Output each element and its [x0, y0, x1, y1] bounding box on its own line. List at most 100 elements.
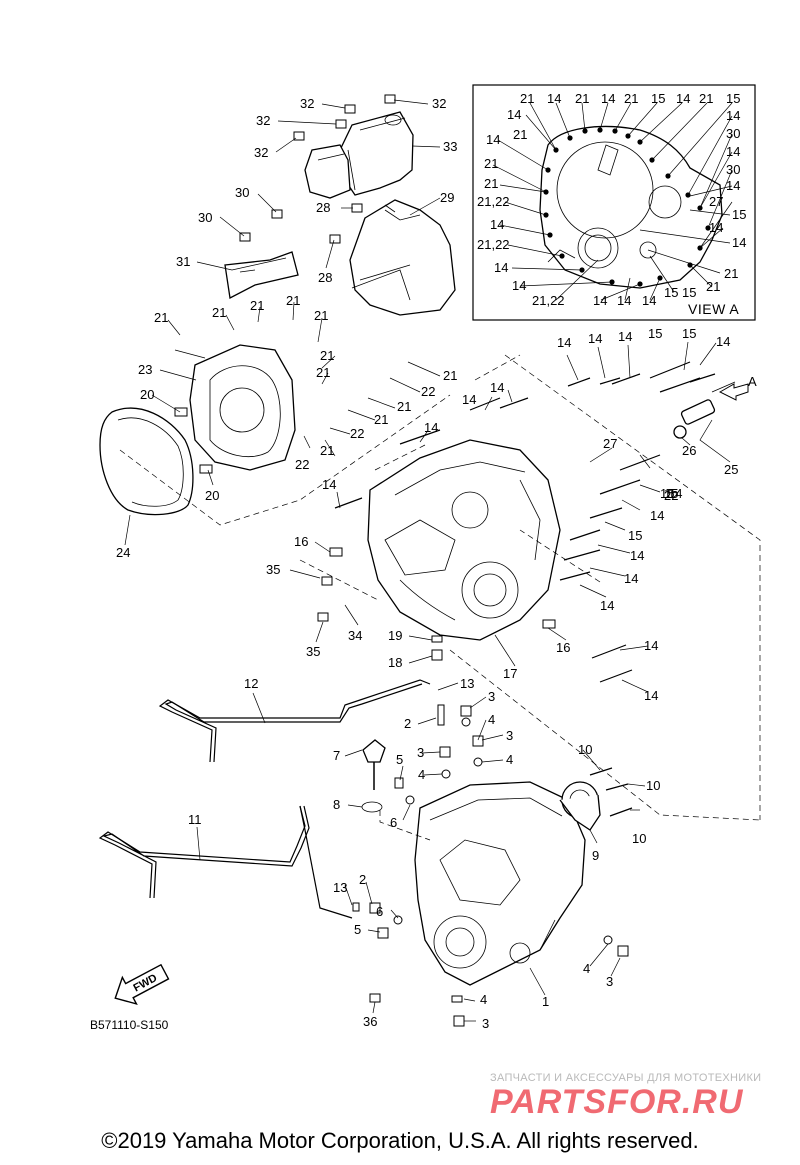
callout-label: 1: [542, 994, 549, 1009]
view-a-label: 15: [726, 91, 740, 106]
callout-label: 14: [618, 329, 632, 344]
view-a-label: 21: [624, 91, 638, 106]
callout-label: 5: [396, 752, 403, 767]
callout-label: 4: [583, 961, 590, 976]
callout-label: 14: [557, 335, 571, 350]
callout-label: 17: [503, 666, 517, 681]
view-a-arrow-icon: [718, 383, 749, 401]
callout-label: 2: [359, 872, 366, 887]
callout-label: 15: [628, 528, 642, 543]
callout-label: 29: [440, 190, 454, 205]
callout-label: 15: [664, 486, 678, 501]
callout-label: 23: [138, 362, 152, 377]
callout-label: 4: [506, 752, 513, 767]
view-a-label: 21,22: [532, 293, 565, 308]
view-a-inset: 21 14 21 14 21 15 14 21 15 14 14 30 21 1…: [472, 84, 756, 321]
leader-lines: [124, 99, 736, 1022]
callout-label: 10: [578, 742, 592, 757]
view-a-label: 15: [732, 207, 746, 222]
callout-label: 18: [388, 655, 402, 670]
view-a-label: 21: [484, 176, 498, 191]
view-a-label: 14: [726, 144, 740, 159]
air-duct-covers: [224, 111, 456, 316]
view-a-label: 21: [699, 91, 713, 106]
view-a-label: 21: [484, 156, 498, 171]
view-a-label: 14: [593, 293, 607, 308]
callout-label: 19: [388, 628, 402, 643]
callout-label: 35: [306, 644, 320, 659]
view-a-label: 21: [520, 91, 534, 106]
view-a-label: 14: [601, 91, 615, 106]
lower-crankcase-cover: [414, 781, 586, 986]
callout-label: 7: [333, 748, 340, 763]
callout-label: 3: [506, 728, 513, 743]
assembly-lines: [119, 354, 761, 841]
crankcase-half: [367, 439, 561, 641]
callout-label: 22: [421, 384, 435, 399]
callout-label: 14: [424, 420, 438, 435]
view-a-label: 14: [494, 260, 508, 275]
view-a-label: 14: [709, 220, 723, 235]
dowel-pins: [174, 407, 213, 474]
view-a-label: 21: [575, 91, 589, 106]
callout-label: 8: [333, 797, 340, 812]
callout-label: 2: [404, 716, 411, 731]
oil-pipes: [98, 679, 431, 919]
callout-label: 16: [294, 534, 308, 549]
view-a-label: 21: [513, 127, 527, 142]
callout-label: 27: [603, 436, 617, 451]
callout-label: 4: [488, 712, 495, 727]
callout-label: 13: [333, 880, 347, 895]
callout-label: 6: [376, 904, 383, 919]
view-a-label: 30: [726, 126, 740, 141]
callout-label: 21: [286, 293, 300, 308]
callout-label: 22: [664, 488, 678, 503]
callout-label: 34: [348, 628, 362, 643]
callout-label: 30: [198, 210, 212, 225]
callout-label: 21: [212, 305, 226, 320]
view-a-label: 21,22: [477, 237, 510, 252]
watermark-subtitle: ЗАПЧАСТИ И АКСЕССУАРЫ ДЛЯ МОТОТЕХНИКИ: [490, 1072, 762, 1084]
callout-label: A: [748, 374, 757, 389]
callout-label: 21: [320, 348, 334, 363]
callout-label: 33: [443, 139, 457, 154]
fwd-arrow-icon: FWD: [114, 963, 170, 1005]
callout-label: 21: [316, 365, 330, 380]
view-a-title: VIEW A: [688, 301, 739, 317]
callout-label: 3: [488, 689, 495, 704]
view-a-label: 14: [726, 108, 740, 123]
callout-label: 22: [350, 426, 364, 441]
callout-label: 20: [140, 387, 154, 402]
callout-label: 32: [256, 113, 270, 128]
callout-label: 14: [668, 486, 682, 501]
callout-label: 20: [205, 488, 219, 503]
view-a-label: 14: [490, 217, 504, 232]
callout-label: 6: [390, 815, 397, 830]
callout-label: 4: [480, 992, 487, 1007]
callout-label: 10: [632, 831, 646, 846]
callout-label: 31: [176, 254, 190, 269]
callout-label: 30: [235, 185, 249, 200]
callout-label: 32: [300, 96, 314, 111]
callout-label: 32: [254, 145, 268, 160]
callout-label: 25: [724, 462, 738, 477]
callout-label: 3: [417, 745, 424, 760]
watermark-logo-text: PARTSFOR.RU: [490, 1083, 744, 1121]
callout-label: 21: [397, 399, 411, 414]
callout-label: 35: [266, 562, 280, 577]
view-a-leaders: [492, 102, 733, 301]
callout-label: 11: [188, 812, 202, 827]
callout-label: 14: [600, 598, 614, 613]
view-a-label: 14: [617, 293, 631, 308]
callout-label: 14: [588, 331, 602, 346]
view-a-label: 21: [724, 266, 738, 281]
callout-label: 28: [318, 270, 332, 285]
copyright-notice: ©2019 Yamaha Motor Corporation, U.S.A. A…: [101, 1128, 699, 1153]
callout-label: 14: [650, 508, 664, 523]
callout-label: 21: [443, 368, 457, 383]
callout-label: 10: [646, 778, 660, 793]
callout-label: 14: [644, 688, 658, 703]
view-a-label-set: 21 14 21 14 21 15 14 21 15 14 14 30 21 1…: [477, 91, 746, 308]
clutch-cover-assembly: [99, 344, 296, 516]
